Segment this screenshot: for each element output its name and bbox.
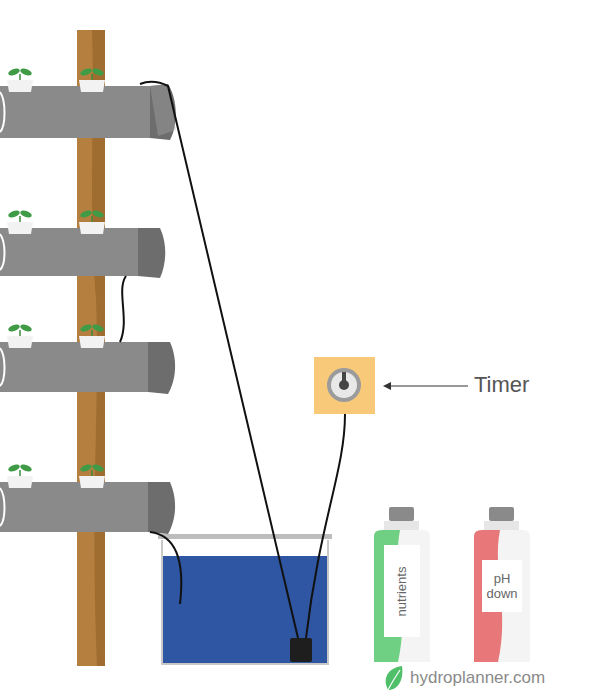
sprout-leaf	[7, 67, 20, 77]
tubes	[120, 82, 345, 638]
sprout-leaf	[91, 67, 104, 77]
ph-down-bottle-label: pH down	[480, 560, 524, 612]
sprout-stem	[19, 216, 21, 222]
reservoir	[158, 534, 332, 664]
sprout-leaf	[79, 323, 92, 333]
net-cup	[7, 222, 33, 234]
sprout-leaf	[91, 463, 104, 473]
sprout-leaf	[19, 67, 32, 77]
ph-down-bottle	[474, 507, 530, 662]
plants	[7, 67, 105, 488]
sprout-leaf	[19, 209, 32, 219]
callout-label: Timer	[474, 372, 529, 398]
sprout-leaf	[7, 209, 20, 219]
pump	[290, 638, 312, 662]
net-cup	[7, 80, 33, 92]
sprout-leaf	[19, 323, 32, 333]
sprout-stem	[19, 74, 21, 80]
timer	[314, 357, 375, 414]
watermark: hydroplanner.com	[410, 668, 545, 688]
net-cup	[79, 336, 105, 348]
sprout-leaf	[91, 209, 104, 219]
sprout-leaf	[79, 463, 92, 473]
net-cup	[7, 336, 33, 348]
sprout-stem	[91, 330, 93, 336]
logo-leaf	[386, 666, 403, 690]
sprout-leaf	[79, 209, 92, 219]
leader-arrow	[383, 382, 468, 390]
sprout-leaf	[91, 323, 104, 333]
sprout-leaf	[7, 463, 20, 473]
sprout-stem	[19, 330, 21, 336]
sprout-leaf	[7, 323, 20, 333]
sprout-stem	[19, 470, 21, 476]
sprout-leaf	[79, 67, 92, 77]
nutrients-bottle	[374, 507, 430, 662]
bottle-label-text: pH down	[480, 571, 524, 601]
nutrients-bottle-label: nutrients	[384, 545, 420, 637]
sprout-stem	[91, 216, 93, 222]
net-cup	[79, 222, 105, 234]
sprout-stem	[91, 74, 93, 80]
net-cup	[7, 476, 33, 488]
sprout-leaf	[19, 463, 32, 473]
bottle-label-text: nutrients	[395, 566, 410, 616]
net-cup	[79, 80, 105, 92]
pipes	[0, 84, 176, 534]
sprout-stem	[91, 470, 93, 476]
net-cup	[79, 476, 105, 488]
